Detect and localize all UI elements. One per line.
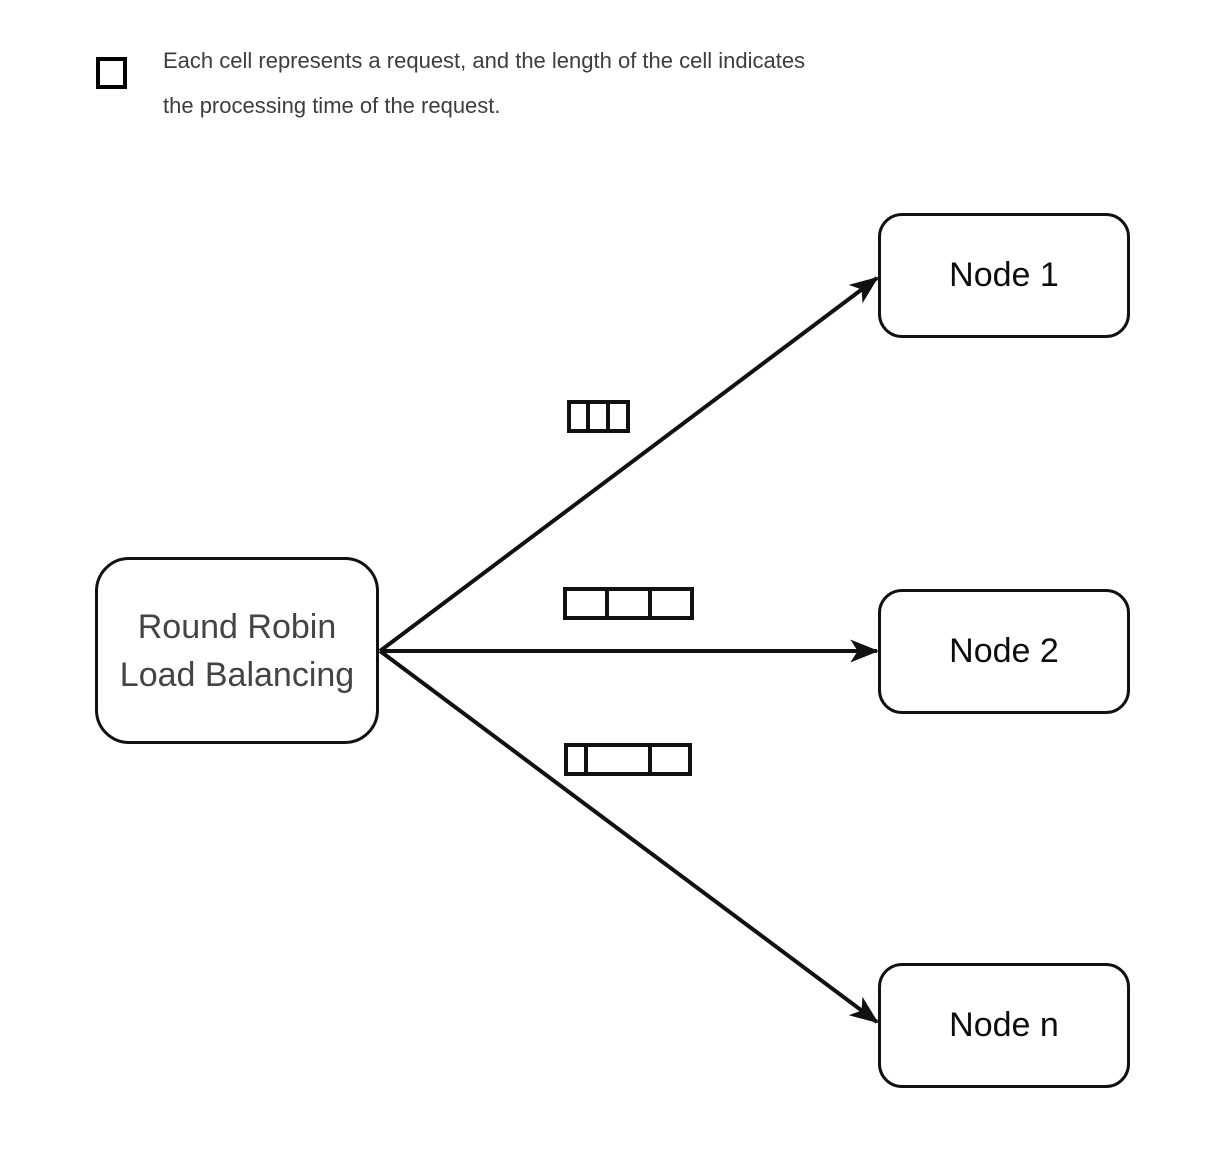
request-queue-node-2 — [563, 587, 694, 620]
legend-text: Each cell represents a request, and the … — [163, 38, 806, 128]
request-queue-node-n — [564, 743, 692, 776]
cell-square-icon — [96, 57, 127, 89]
request-cell — [648, 743, 692, 776]
request-cell — [606, 400, 630, 433]
load-balancer-label-line-2: Load Balancing — [119, 655, 355, 694]
request-cell — [584, 743, 652, 776]
node-n-box: Node n — [878, 963, 1130, 1088]
load-balancer-label-line-1: Round Robin — [137, 607, 337, 646]
request-cell — [605, 587, 652, 620]
node-1-box: Node 1 — [878, 213, 1130, 338]
request-cell — [563, 587, 609, 620]
load-balancer-box: Round Robin Load Balancing — [95, 557, 379, 744]
node-1-label: Node 1 — [949, 256, 1059, 294]
request-queue-node-1 — [567, 400, 630, 433]
arrow-to-node-1 — [378, 276, 879, 653]
request-cell — [648, 587, 694, 620]
arrow-to-node-n — [378, 649, 879, 1024]
node-2-label: Node 2 — [949, 632, 1059, 670]
legend-line-2: the processing time of the request. — [163, 83, 806, 128]
node-2-box: Node 2 — [878, 589, 1130, 714]
legend-line-1: Each cell represents a request, and the … — [163, 38, 806, 83]
node-n-label: Node n — [949, 1006, 1059, 1044]
